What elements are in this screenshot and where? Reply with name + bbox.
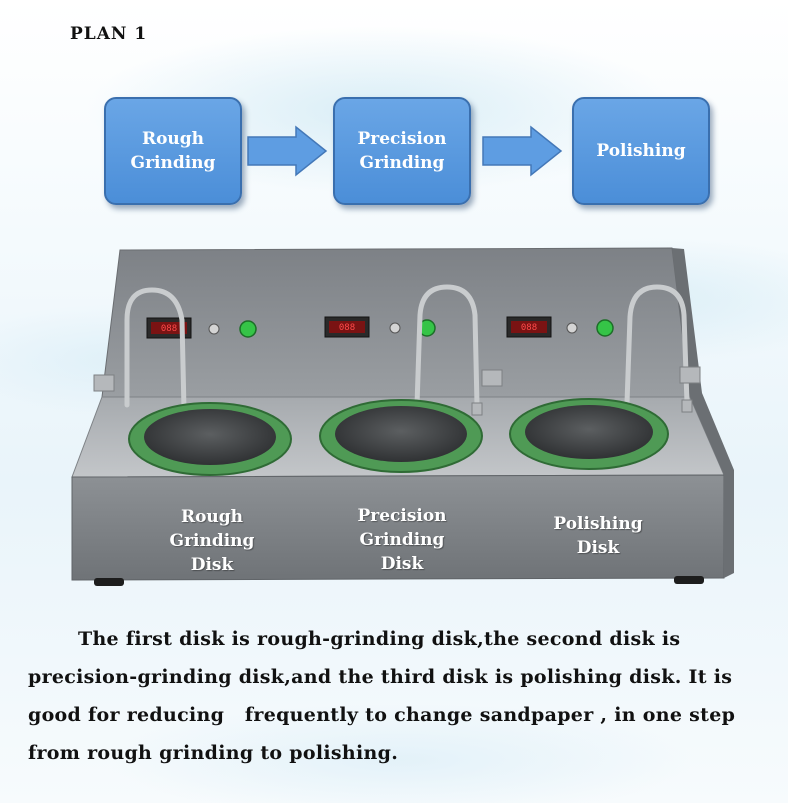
polishing-disk (509, 398, 669, 470)
disk-label-precision-grinding: Precision Grinding Disk (357, 506, 447, 574)
svg-text:088: 088 (521, 323, 537, 333)
flow-arrow-icon (247, 125, 328, 177)
step-polishing: Polishing (572, 97, 710, 205)
precision-grinding-disk (319, 399, 483, 473)
svg-text:088: 088 (339, 323, 355, 333)
plan-title: PLAN 1 (70, 24, 148, 44)
faucet-icon (124, 284, 690, 413)
step-label-line1: Precision (357, 129, 447, 149)
control-panel-2: 088 (324, 316, 436, 338)
svg-text:088: 088 (161, 324, 177, 334)
flow-arrow-icon (482, 125, 563, 177)
control-panel-3: 088 (506, 316, 614, 338)
step-label-line2: Grinding (130, 153, 216, 173)
rough-grinding-disk (128, 402, 292, 476)
disk-label-polishing: Polishing Disk (553, 514, 643, 558)
disk-label-rough-grinding: Rough Grinding Disk (169, 507, 255, 575)
step-label-line2: Grinding (359, 153, 445, 173)
step-label-line1: Polishing (596, 141, 686, 161)
grinding-machine-illustration: 088 088 088 (71, 247, 734, 586)
step-label-line1: Rough (141, 129, 205, 149)
description-paragraph: The first disk is rough-grinding disk,th… (28, 628, 743, 764)
